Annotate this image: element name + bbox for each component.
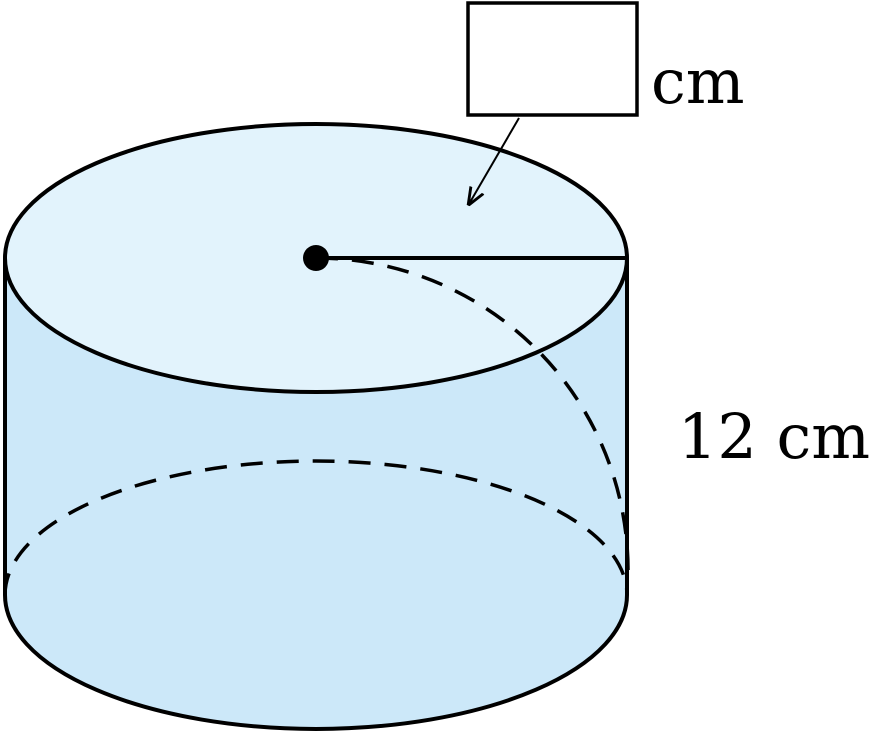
answer-unit-label: cm — [651, 45, 745, 118]
height-label: 12 cm — [678, 400, 870, 473]
answer-box[interactable] — [466, 1, 639, 117]
pointer-arrow — [469, 117, 520, 204]
radius-height-dashed-arc — [315, 256, 630, 571]
cylinder-bottom-back-arc — [3, 459, 629, 596]
cylinder-bottom-front-arc — [3, 594, 629, 731]
center-point — [303, 245, 329, 271]
